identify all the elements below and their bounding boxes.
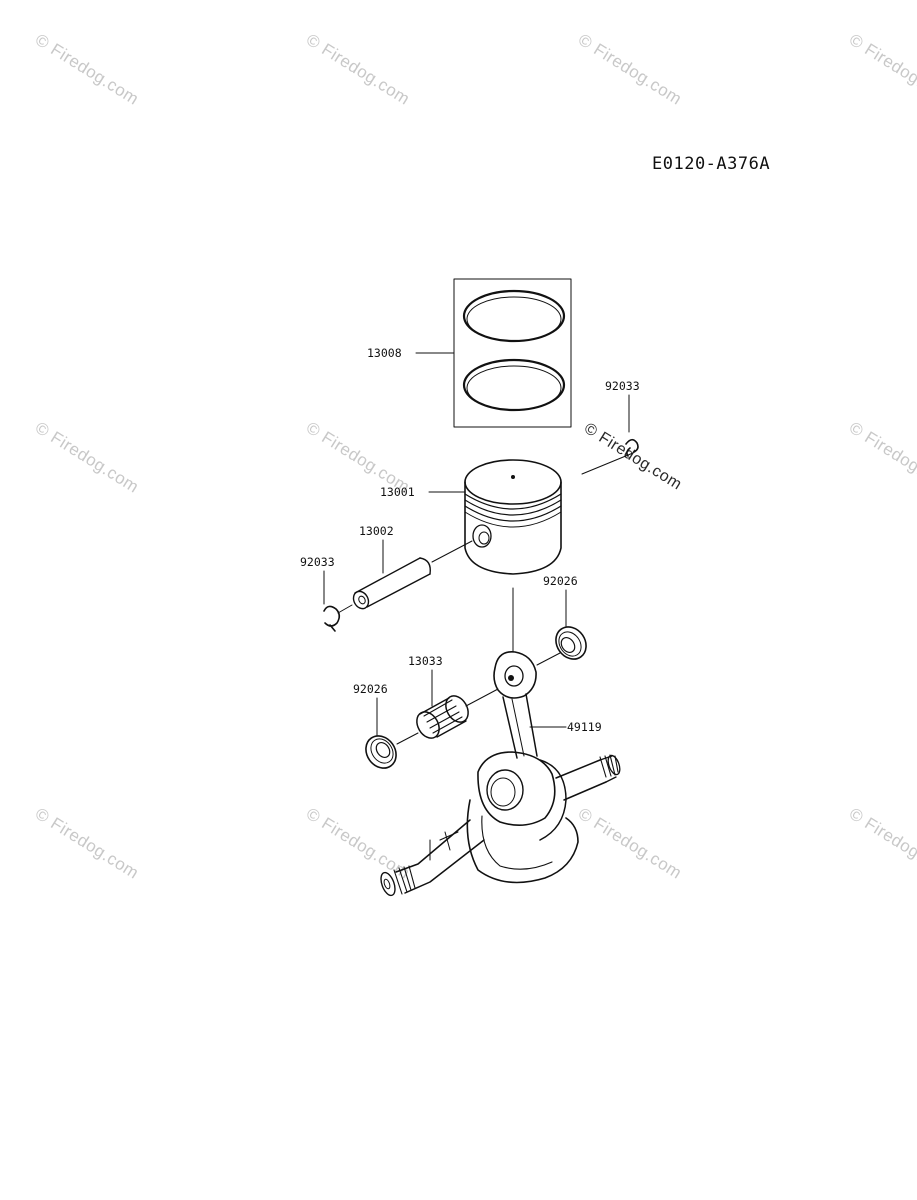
washer-right[interactable]	[550, 621, 592, 665]
circlip-left[interactable]	[323, 605, 341, 632]
leader-line	[396, 732, 419, 745]
washer-left[interactable]	[360, 730, 402, 774]
leader-line	[536, 652, 561, 666]
leader-line	[337, 604, 353, 614]
part-number-92026-left[interactable]: 92026	[353, 682, 388, 696]
leader-line	[465, 688, 499, 707]
piston-pin[interactable]	[351, 557, 431, 611]
leader-line	[431, 540, 473, 563]
part-number-13008[interactable]: 13008	[367, 346, 402, 360]
part-number-92026-right[interactable]: 92026	[543, 574, 578, 588]
part-number-92033-left[interactable]: 92033	[300, 555, 335, 569]
diagram-code: E0120-A376A	[652, 154, 771, 174]
part-number-13001[interactable]: 13001	[380, 485, 415, 499]
part-number-49119[interactable]: 49119	[567, 720, 602, 734]
piston-ring-set[interactable]	[453, 278, 572, 428]
piston[interactable]	[464, 459, 562, 575]
part-number-13033[interactable]: 13033	[408, 654, 443, 668]
crankshaft-and-connecting-rod[interactable]	[378, 651, 622, 898]
part-number-13002[interactable]: 13002	[359, 524, 394, 538]
part-number-92033-right[interactable]: 92033	[605, 379, 640, 393]
needle-bearing[interactable]	[412, 692, 472, 742]
leader-line	[581, 452, 634, 475]
